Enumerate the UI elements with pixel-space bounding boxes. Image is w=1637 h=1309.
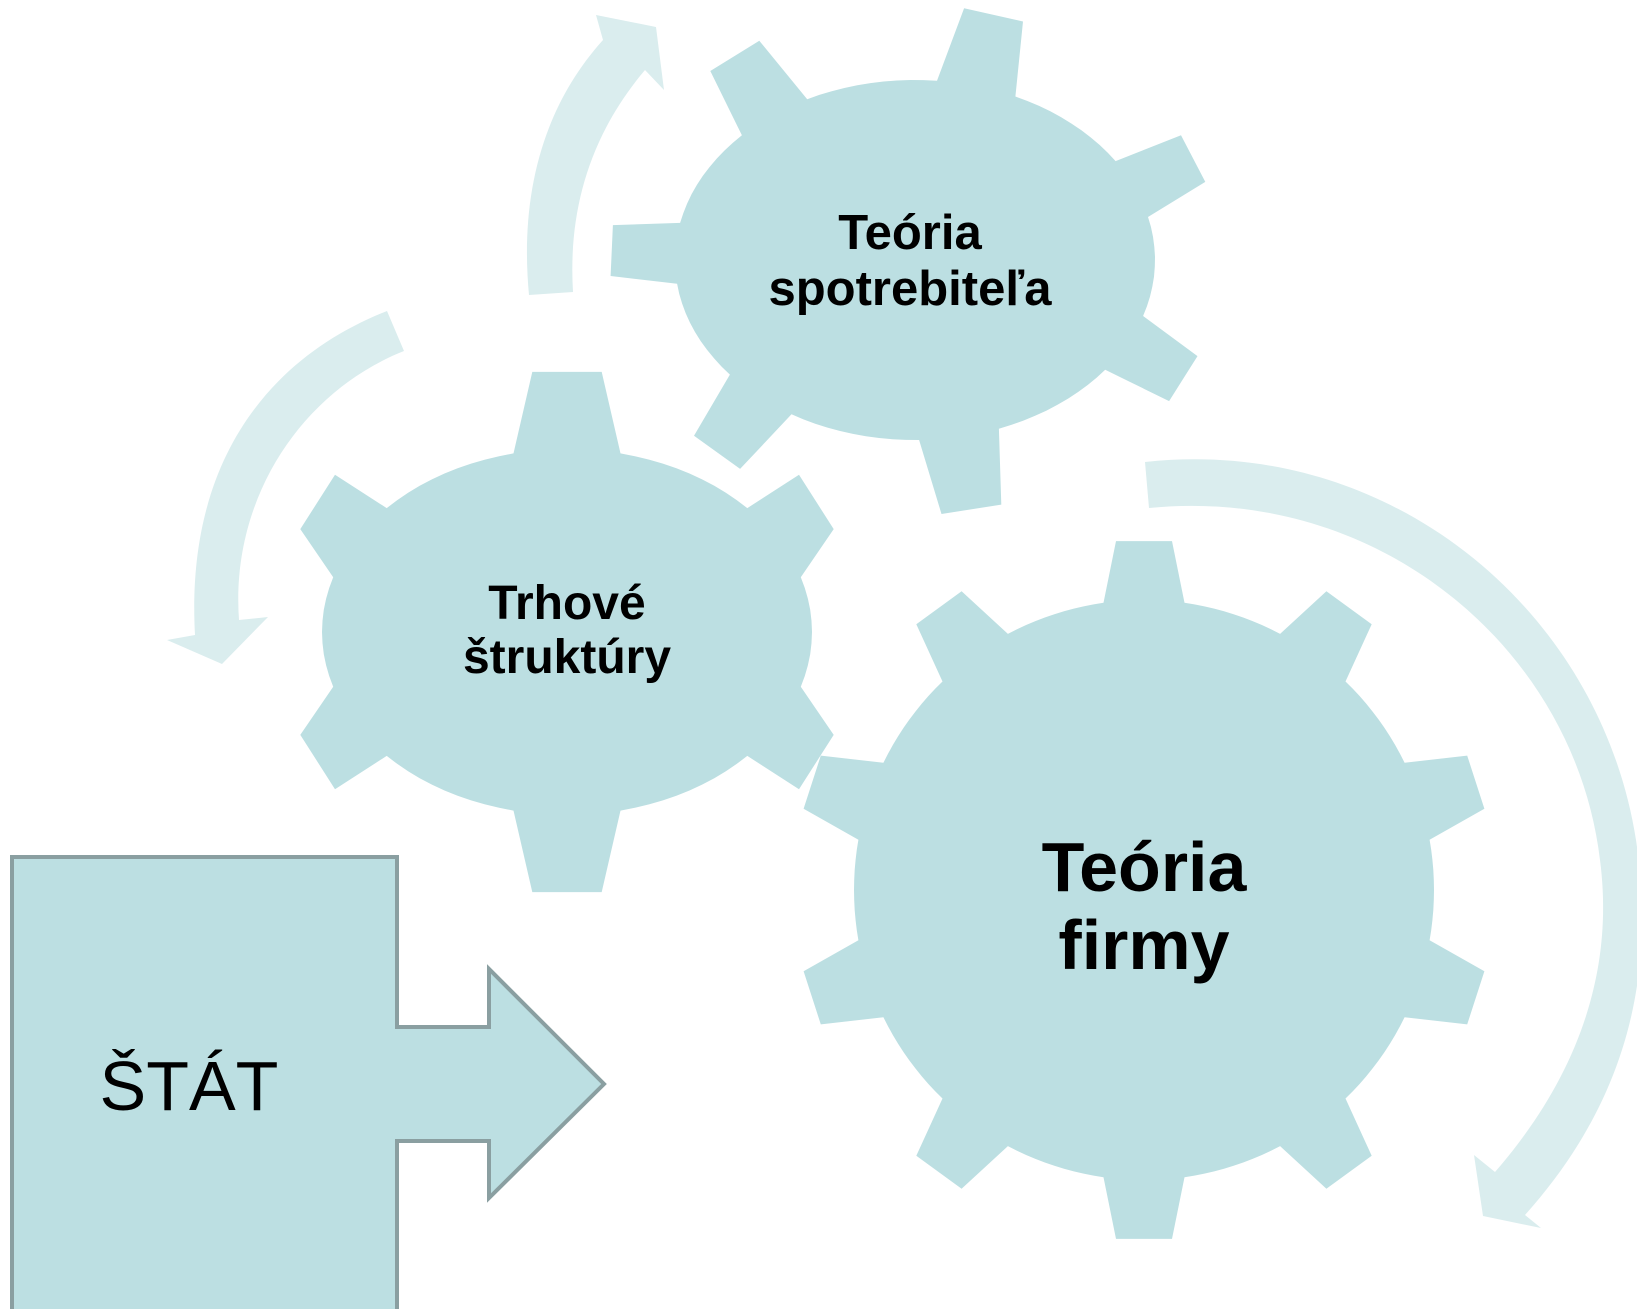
gear-firm-shape <box>803 541 1485 1239</box>
arrow-to-market-gear <box>167 311 404 664</box>
state-callout-shape <box>10 855 607 1309</box>
gear-consumer-label-line2: spotrebiteľa <box>769 262 1053 316</box>
gear-market-label-line2: štruktúry <box>463 631 671 684</box>
arrow-to-consumer-gear <box>526 15 664 295</box>
gear-firm: Teória firmy <box>803 541 1485 1239</box>
gear-firm-label-line1: Teória <box>1042 828 1248 906</box>
gear-market: Trhové štruktúry <box>300 371 834 893</box>
cycle-arrows <box>167 15 1637 1228</box>
gear-firm-label-line2: firmy <box>1058 906 1229 984</box>
arrow-to-firm-gear <box>1145 459 1637 1228</box>
gear-market-label-line1: Trhové <box>488 577 645 630</box>
state-callout: ŠTÁT <box>10 855 607 1309</box>
gear-consumer-shape <box>610 8 1206 515</box>
gear-market-shape <box>300 371 834 893</box>
state-label: ŠTÁT <box>100 1047 279 1125</box>
gear-consumer-label-line1: Teória <box>838 206 982 260</box>
gear-consumer: Teória spotrebiteľa <box>610 8 1206 515</box>
